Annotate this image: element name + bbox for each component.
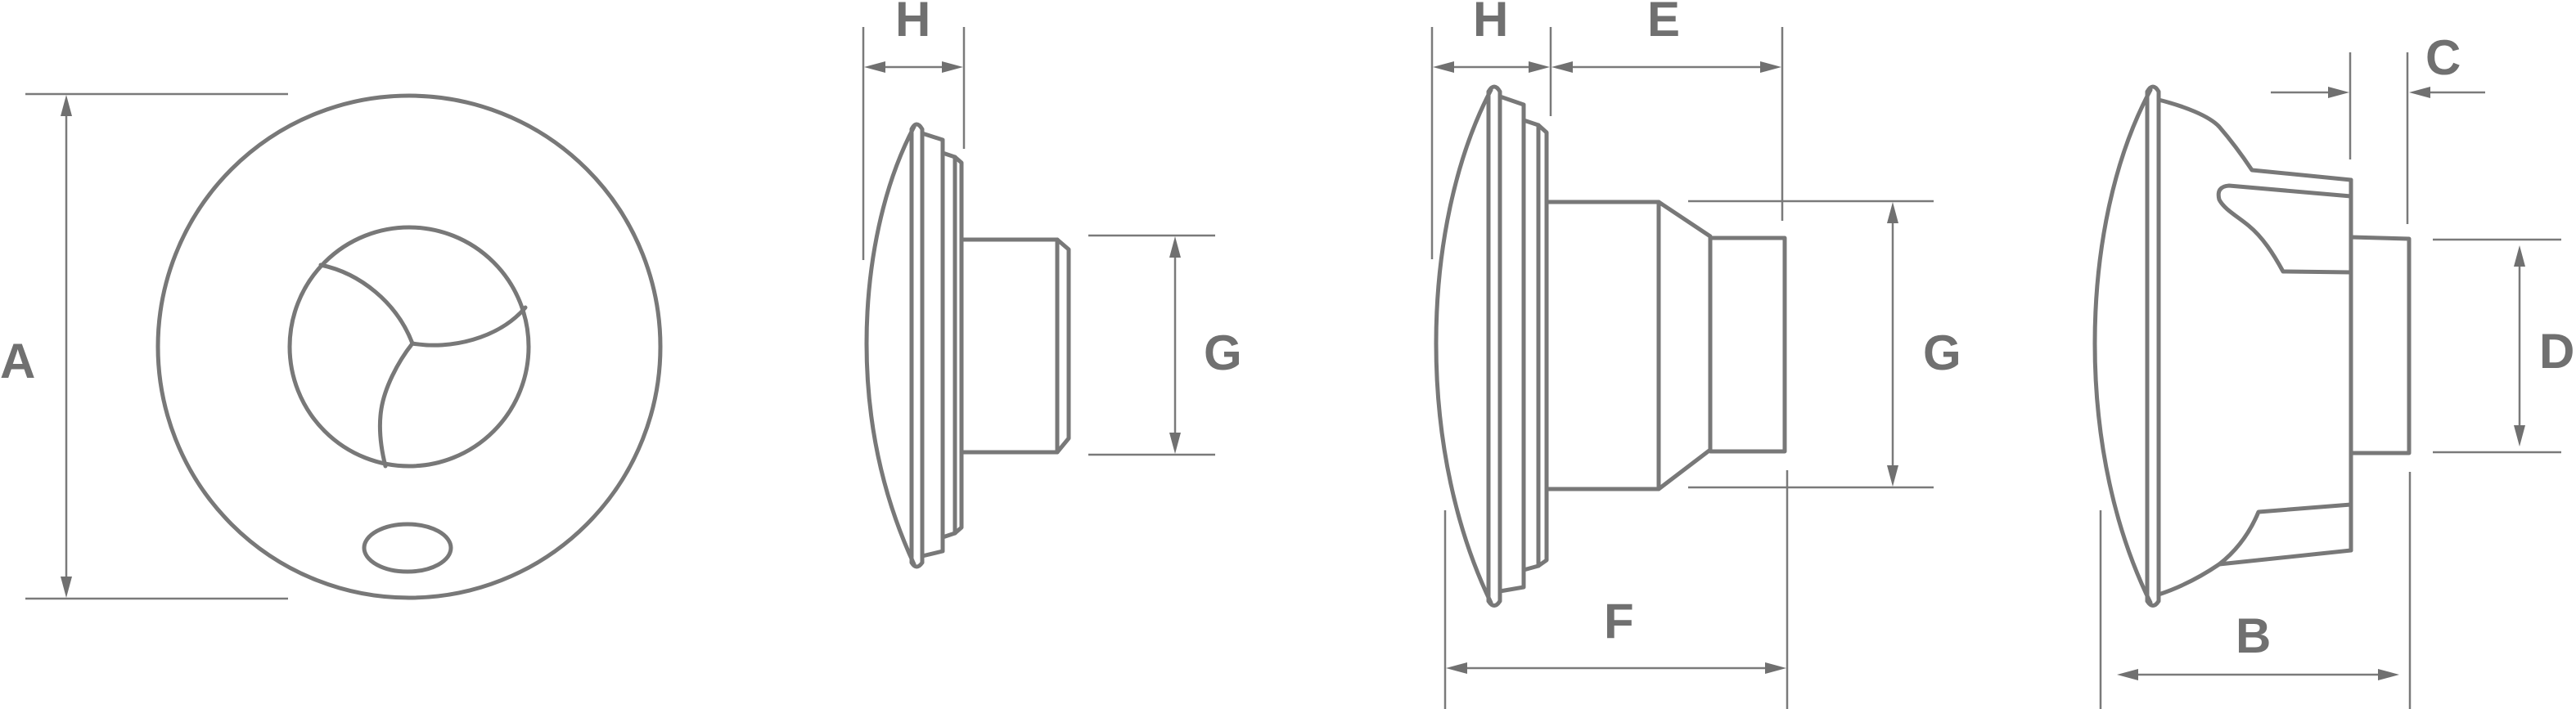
dome-cover	[864, 124, 916, 567]
arrow-right-icon	[2328, 87, 2349, 98]
dimension-label-h: H	[895, 0, 930, 47]
dimension-label-b: B	[2236, 608, 2271, 663]
arrow-down-icon	[2514, 425, 2525, 446]
cover-step-2	[1521, 118, 1541, 572]
spigot	[959, 237, 1071, 455]
housing-lower-lip	[2217, 548, 2353, 567]
reducer-cone	[1656, 200, 1713, 491]
arrow-up-icon	[1887, 202, 1898, 223]
front-view: A	[0, 92, 663, 600]
arrow-left-icon	[864, 61, 885, 73]
dimension-label-h: H	[1473, 0, 1508, 47]
cover-step-1	[920, 131, 945, 559]
arrow-left-icon	[2409, 87, 2430, 98]
arrow-up-icon	[61, 95, 72, 116]
arrow-down-icon	[1887, 465, 1898, 487]
housing-lower-shell	[2156, 502, 2353, 597]
arrow-right-icon	[1765, 662, 1786, 674]
cover-rim	[909, 122, 925, 569]
fan-inner-circle	[287, 225, 531, 469]
dimension-label-g: G	[1204, 325, 1242, 380]
outlet-pipe	[1708, 236, 1787, 454]
arrow-right-icon	[942, 61, 963, 73]
cover-step-3	[952, 155, 964, 536]
dimension-label-e: E	[1647, 0, 1680, 47]
outlet-pipe	[2349, 235, 2412, 455]
cover-step-3	[1536, 123, 1549, 568]
dimension-label-f: F	[1604, 594, 1634, 648]
arrow-down-icon	[61, 577, 72, 598]
cover-rim	[2145, 84, 2161, 608]
side-view-short: H G	[862, 0, 1242, 569]
arrow-left-icon	[1446, 662, 1467, 674]
arrow-left-icon	[1433, 61, 1454, 73]
sensor-oval	[362, 522, 453, 574]
dimension-label-d: D	[2539, 324, 2574, 379]
dimension-label-a: A	[0, 334, 35, 388]
dome-cover	[2092, 88, 2153, 605]
arrow-right-icon	[1529, 61, 1550, 73]
cover-step-1	[1497, 94, 1526, 594]
arrow-left-icon	[2117, 669, 2138, 680]
side-view-stepped: H E G F	[1430, 0, 1961, 709]
dimension-label-g: G	[1923, 325, 1961, 380]
fan-blade-1	[318, 263, 415, 346]
housing-upper-lip	[2216, 183, 2353, 275]
spigot-body	[1544, 200, 1661, 491]
arrow-right-icon	[2378, 669, 2399, 680]
cover-rim	[1486, 84, 1502, 608]
housing-upper-shell	[2156, 97, 2353, 182]
fan-blade-2	[410, 305, 528, 348]
arrow-down-icon	[1169, 433, 1181, 454]
arrow-up-icon	[1169, 236, 1181, 258]
dome-cover	[1434, 88, 1493, 605]
arrow-left-icon	[1551, 61, 1573, 73]
dimension-label-c: C	[2425, 30, 2461, 85]
grille-outer-circle	[155, 93, 663, 600]
cover-step-2	[940, 150, 957, 540]
arrow-up-icon	[2514, 245, 2525, 267]
fan-blade-3	[377, 341, 415, 469]
arrow-right-icon	[1760, 61, 1781, 73]
side-view-body: C D B	[2092, 30, 2574, 709]
